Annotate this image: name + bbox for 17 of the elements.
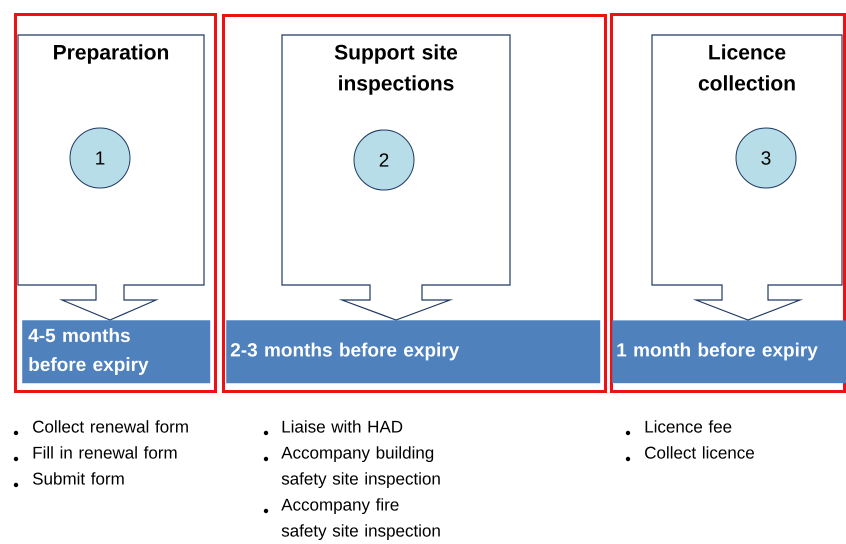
step-number: 3 <box>736 128 796 188</box>
list-item: Fill in renewal form <box>34 446 177 459</box>
list-item: Accompany building safety site inspection <box>281 446 440 488</box>
list-item: Licence fee <box>646 420 732 433</box>
group-frame <box>222 14 607 393</box>
step-number: 2 <box>354 130 414 190</box>
time-band: 1 month before expiry <box>612 320 846 384</box>
group-frame <box>14 13 217 393</box>
list-item: Accompany fire safety site inspection <box>281 498 440 540</box>
list-item: Collect renewal form <box>33 420 188 433</box>
list-item: Liaise with HAD <box>282 420 402 433</box>
group-frame <box>610 13 846 393</box>
list-item: Collect licence <box>645 446 754 459</box>
time-band: 4-5 months before expiry <box>22 320 210 384</box>
list-item: Submit form <box>32 472 124 485</box>
step-number: 1 <box>70 128 130 188</box>
time-band: 2-3 months before expiry <box>226 320 600 384</box>
